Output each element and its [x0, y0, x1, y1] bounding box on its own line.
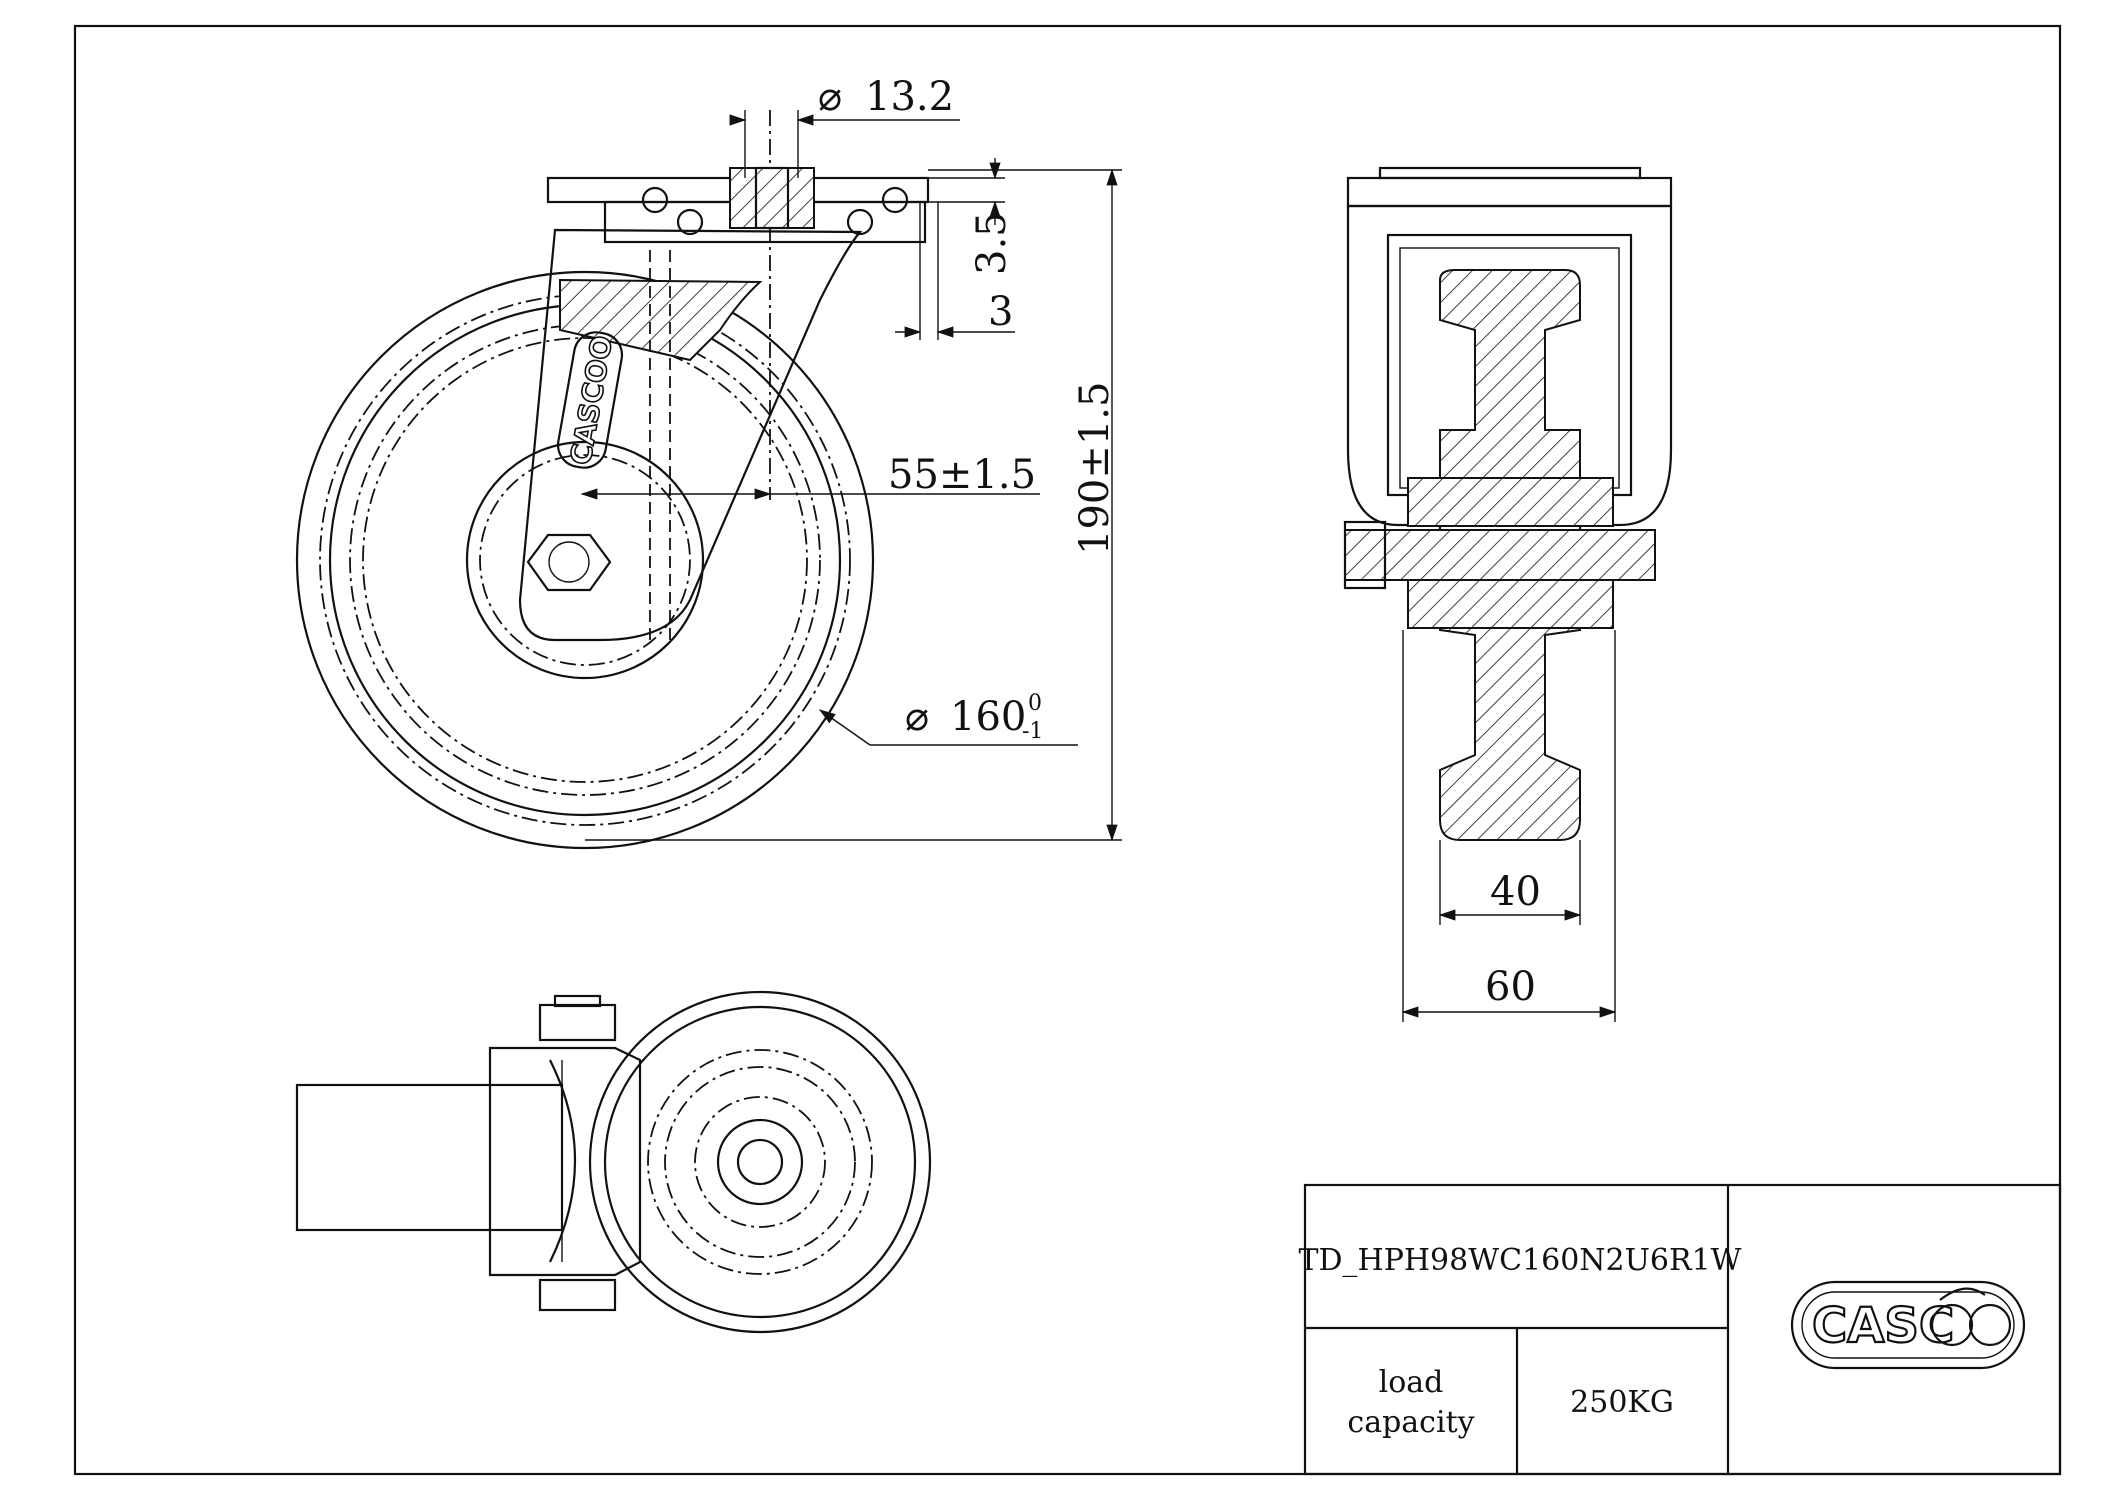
ball-bearing-2 — [676, 208, 704, 236]
top-view-wheel-3 — [647, 1049, 873, 1275]
side-axle-nut — [1343, 520, 1387, 590]
dim-plate-35: 3.5 — [928, 158, 1015, 275]
dim-wheel-diameter: ⌀ 160 0 -1 — [818, 691, 1078, 746]
dim-plate-3-value: 3 — [988, 289, 1013, 335]
dim-wheel-symbol: ⌀ — [905, 694, 929, 740]
top-view — [295, 990, 932, 1334]
dim-plate-3: 3 — [895, 202, 1015, 340]
company-logo-badge — [1790, 1280, 2026, 1370]
title-block: TD_HPH98WC160N2U6R1W load capacity 250KG… — [1298, 1183, 2062, 1476]
dim-bore-symbol: ⌀ — [818, 74, 842, 120]
top-view-wheel-outer — [588, 990, 932, 1334]
fork-hatch — [559, 278, 763, 362]
wheel-rim-line-2 — [362, 337, 808, 783]
ball-bearing-3 — [846, 208, 874, 236]
axle-nut — [526, 533, 612, 592]
dim-fork-width-value: 60 — [1485, 964, 1536, 1010]
side-top-plate — [1346, 176, 1673, 208]
dim-height-value: 190±1.5 — [1072, 382, 1118, 555]
top-view-nut-top-cap — [553, 994, 602, 1008]
front-view: CASCOO ⌀ 13.2 3.5 3 — [295, 74, 1122, 850]
dim-wheel-tol-lower: -1 — [1022, 719, 1043, 744]
side-section-view: 40 60 — [1343, 166, 1673, 1022]
top-view-nut-top — [538, 1003, 617, 1042]
dim-offset-value: 55±1.5 — [888, 452, 1036, 498]
fork-leg — [518, 228, 863, 642]
dim-overall-height: 190±1.5 — [585, 168, 1122, 842]
top-view-nut-bottom — [538, 1278, 617, 1312]
top-view-fork — [488, 1046, 642, 1277]
dim-plate-35-value: 3.5 — [969, 211, 1015, 275]
load-label-line2: capacity — [1347, 1405, 1474, 1440]
side-bearing-upper — [1407, 477, 1614, 527]
dim-wheel-tol-upper: 0 — [1028, 691, 1042, 716]
company-logo-swoosh-icon — [1939, 1287, 1986, 1301]
load-value: 250KG — [1570, 1385, 1674, 1420]
top-view-plate — [295, 1083, 564, 1232]
top-view-fork-curve — [549, 1059, 576, 1263]
drawing-frame — [73, 24, 2062, 1476]
side-wheel-lower — [1439, 584, 1581, 841]
dim-wheel-width-value: 40 — [1490, 869, 1541, 915]
dim-offset: 55±1.5 — [580, 452, 1040, 500]
dim-wheel-value: 160 — [950, 694, 1026, 740]
wheel-outer — [295, 270, 875, 850]
part-number: TD_HPH98WC160N2U6R1W — [1298, 1243, 1741, 1278]
dim-bore-diameter: ⌀ 13.2 — [729, 74, 960, 178]
wheel-hub-ring-inner — [479, 454, 691, 666]
side-wheel-upper — [1439, 269, 1581, 481]
side-bearing-lower — [1407, 579, 1614, 629]
fork-logo: CASCOO — [556, 331, 624, 469]
ball-bearing-4 — [881, 186, 909, 214]
top-view-hub — [716, 1118, 804, 1206]
fork-logo-text: CASCOO — [564, 333, 619, 467]
dim-bore-value: 13.2 — [865, 74, 954, 120]
kingpin-bore — [754, 166, 790, 230]
side-fork-housing — [1346, 204, 1673, 527]
top-view-wheel-2 — [603, 1005, 917, 1319]
top-view-wheel-4 — [664, 1066, 856, 1258]
fork-logo-badge — [556, 331, 624, 469]
load-label-line1: load — [1379, 1365, 1444, 1400]
dim-wheel-width: 40 — [1438, 840, 1582, 925]
ball-bearing-1 — [641, 186, 669, 214]
company-logo: CASC — [1790, 1280, 2026, 1370]
company-logo-wheel-2 — [1968, 1303, 2012, 1347]
title-block-frame — [1303, 1183, 2062, 1476]
top-view-wheel-5 — [694, 1096, 826, 1228]
wheel-hub-ring — [465, 440, 705, 680]
side-axle — [1344, 529, 1656, 581]
axle-nut-face — [548, 541, 590, 583]
dim-fork-width: 60 — [1401, 630, 1617, 1022]
side-top-cap — [1378, 166, 1642, 180]
company-logo-wheel-1 — [1930, 1303, 1974, 1347]
kingpin — [729, 167, 815, 229]
top-view-bore — [736, 1138, 784, 1186]
